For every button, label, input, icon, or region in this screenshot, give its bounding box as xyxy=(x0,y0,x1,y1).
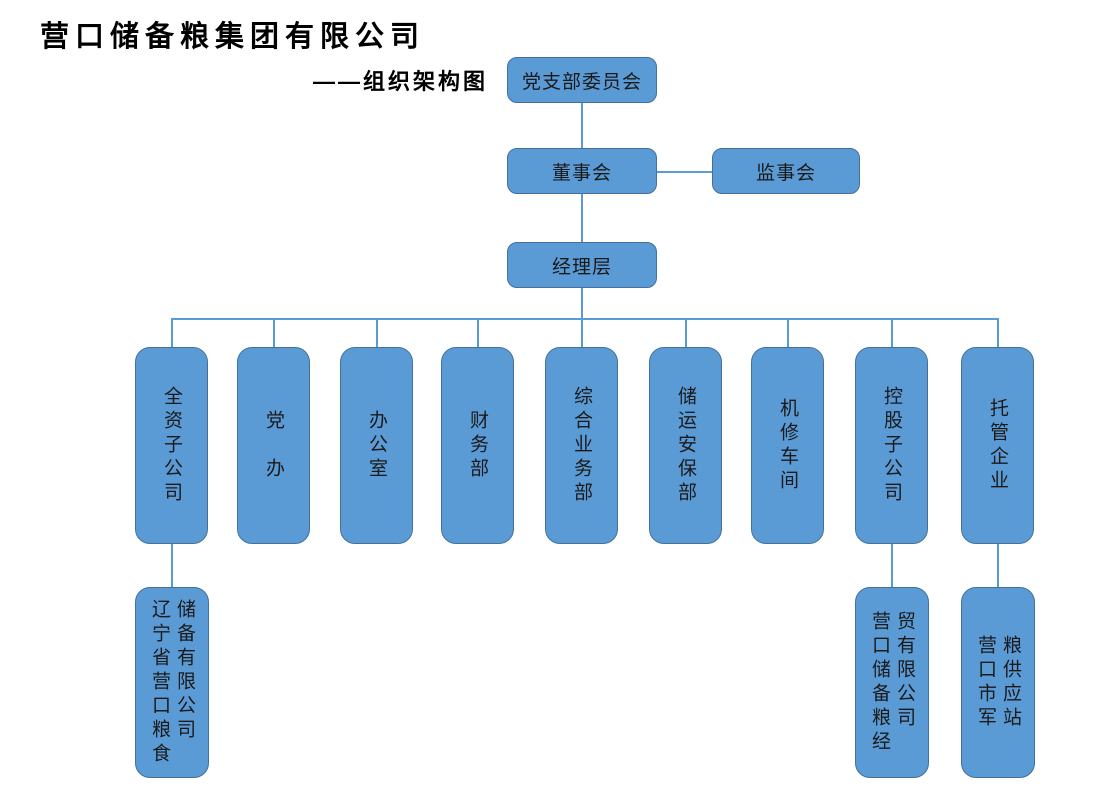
node-holding-subsidiary-label: 控股子公司 xyxy=(881,385,902,506)
connector-stub-general-office xyxy=(376,318,378,347)
connector-stub-entrusted-enterprise xyxy=(997,318,999,347)
node-holding-subsidiary: 控股子公司 xyxy=(855,347,928,544)
node-yingkou-reserve-grain-trade-co: 营口储备粮经 贸有限公司 xyxy=(855,587,929,778)
connector-stub-storage-security xyxy=(685,318,687,347)
node-storage-transport-security-department: 储运安保部 xyxy=(649,347,722,544)
node-comprehensive-business-department-label: 综合业务部 xyxy=(571,385,592,506)
node-management-level: 经理层 xyxy=(507,242,657,288)
connector-holding-to-trade-co xyxy=(891,544,893,587)
node-yingkou-reserve-grain-trade-co-label: 营口储备粮经 贸有限公司 xyxy=(869,610,915,755)
node-general-office: 办公室 xyxy=(340,347,413,544)
connector-party-to-board xyxy=(581,103,583,148)
connector-management-to-bus xyxy=(581,288,583,318)
node-finance-department-label: 财务部 xyxy=(467,409,488,482)
node-liaoning-yingkou-grain-reserve-co: 辽宁省营口粮食 储备有限公司 xyxy=(135,587,209,778)
node-party-office: 党 办 xyxy=(237,347,310,544)
node-yingkou-military-grain-supply-station-label: 营口市军 粮供应站 xyxy=(975,634,1021,731)
node-party-branch-committee: 党支部委员会 xyxy=(507,57,657,103)
connector-stub-party-office xyxy=(273,318,275,347)
page-subtitle: ——组织架构图 xyxy=(313,69,489,94)
connector-wholly-owned-to-liaoning-co xyxy=(171,544,173,587)
connector-board-to-supervisory xyxy=(657,171,712,173)
page-title: 营口储备粮集团有限公司 xyxy=(40,21,426,53)
node-management-level-label: 经理层 xyxy=(551,256,612,278)
node-entrusted-enterprise-label: 托管企业 xyxy=(987,397,1008,494)
node-party-office-label: 党 办 xyxy=(263,409,284,482)
connector-board-to-management xyxy=(581,194,583,242)
connector-stub-wholly-owned xyxy=(171,318,173,347)
connector-entrusted-to-military-station xyxy=(997,544,999,587)
connector-stub-holding-subsidiary xyxy=(891,318,893,347)
connector-bus-line xyxy=(171,318,998,320)
node-wholly-owned-subsidiary-label: 全资子公司 xyxy=(161,385,182,506)
node-supervisory-board: 监事会 xyxy=(712,148,860,194)
node-entrusted-enterprise: 托管企业 xyxy=(961,347,1034,544)
node-finance-department: 财务部 xyxy=(441,347,514,544)
connector-stub-comprehensive-business xyxy=(581,318,583,347)
node-machine-repair-workshop: 机修车间 xyxy=(751,347,824,544)
node-yingkou-military-grain-supply-station: 营口市军 粮供应站 xyxy=(961,587,1035,778)
node-wholly-owned-subsidiary: 全资子公司 xyxy=(135,347,208,544)
node-board-of-directors-label: 董事会 xyxy=(551,162,612,184)
node-board-of-directors: 董事会 xyxy=(507,148,657,194)
node-machine-repair-workshop-label: 机修车间 xyxy=(777,397,798,494)
node-general-office-label: 办公室 xyxy=(366,409,387,482)
node-supervisory-board-label: 监事会 xyxy=(755,162,816,184)
node-party-branch-committee-label: 党支部委员会 xyxy=(521,71,642,93)
connector-stub-finance xyxy=(477,318,479,347)
connector-stub-machine-repair xyxy=(787,318,789,347)
node-comprehensive-business-department: 综合业务部 xyxy=(545,347,618,544)
node-storage-transport-security-department-label: 储运安保部 xyxy=(675,385,696,506)
node-liaoning-yingkou-grain-reserve-co-label: 辽宁省营口粮食 储备有限公司 xyxy=(149,598,195,767)
